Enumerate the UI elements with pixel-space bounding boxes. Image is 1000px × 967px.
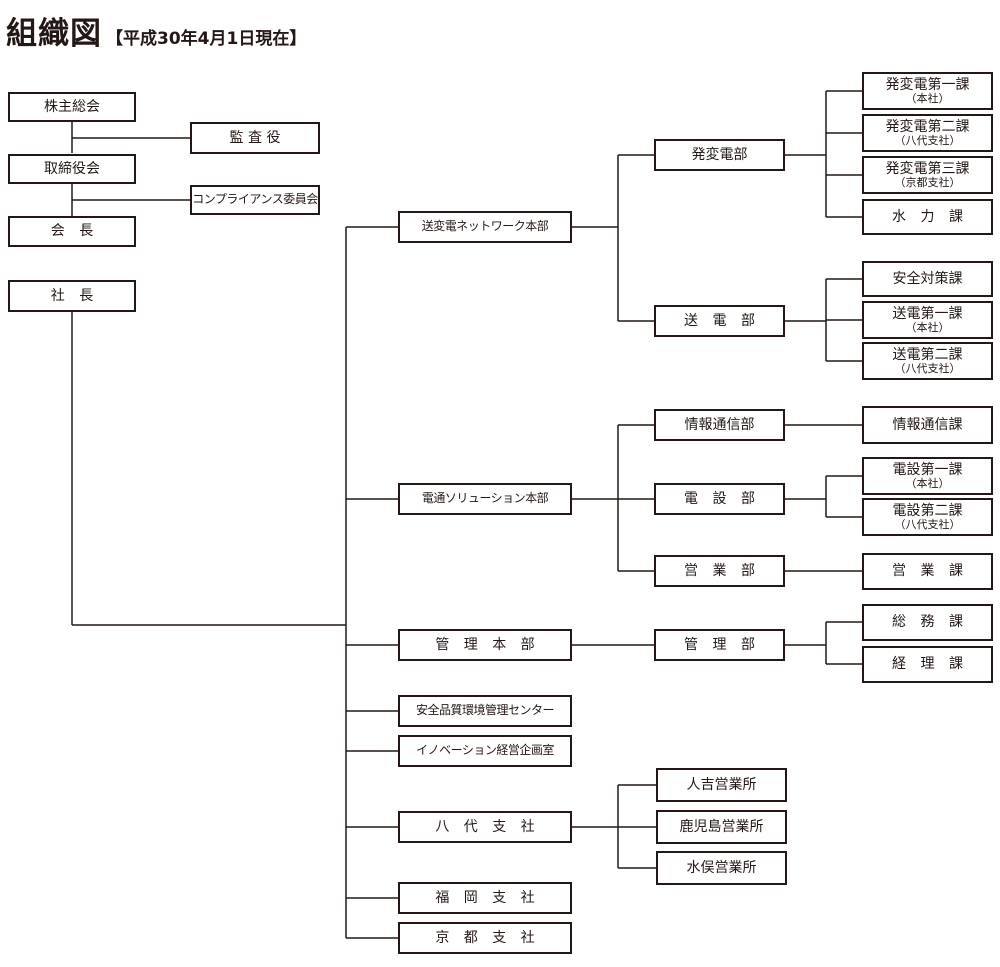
box-label: 発変電第二課 bbox=[885, 118, 970, 135]
box-label: 総 務 課 bbox=[892, 614, 968, 631]
box-label: 電設第二課 bbox=[892, 502, 963, 519]
box-soden-1ka: 送電第一課 （本社） bbox=[862, 301, 993, 339]
box-compliance-iinkai: コンプライアンス委員会 bbox=[190, 185, 320, 215]
box-label: 安全対策課 bbox=[892, 270, 963, 287]
box-eigyo-ka: 営 業 課 bbox=[862, 553, 993, 590]
box-label: 監 査 役 bbox=[229, 129, 281, 146]
box-soden-2ka: 送電第二課 （八代支社） bbox=[862, 342, 993, 380]
box-label: 送電第二課 bbox=[892, 346, 963, 363]
box-note: （本社） bbox=[905, 91, 950, 105]
box-label: 管 理 本 部 bbox=[435, 636, 540, 653]
box-densetsu-bu: 電 設 部 bbox=[654, 483, 785, 515]
box-label: 水俣営業所 bbox=[686, 859, 757, 876]
box-label: 送電第一課 bbox=[892, 305, 963, 322]
box-dentsu-solution-honbu: 電通ソリューション本部 bbox=[398, 483, 572, 515]
page-title-main: 組織図 bbox=[6, 16, 102, 52]
box-somu-ka: 総 務 課 bbox=[862, 604, 993, 641]
box-note: （八代支社） bbox=[894, 361, 961, 375]
box-densetsu-2ka: 電設第二課 （八代支社） bbox=[862, 498, 993, 536]
box-eigyo-bu: 営 業 部 bbox=[654, 555, 785, 587]
box-hatsuhenden-3ka: 発変電第三課 （京都支社） bbox=[862, 156, 993, 194]
box-label: イノベーション経営企画室 bbox=[416, 743, 554, 758]
box-label: 取締役会 bbox=[44, 160, 100, 177]
box-kabunushi-sokai: 株主総会 bbox=[8, 92, 136, 122]
box-label: 営 業 課 bbox=[892, 563, 968, 580]
box-label: 経 理 課 bbox=[892, 656, 968, 673]
box-label: コンプライアンス委員会 bbox=[192, 192, 318, 207]
box-kaicho: 会 長 bbox=[8, 216, 136, 247]
page-title: 組織図【平成30年4月1日現在】 bbox=[6, 8, 306, 53]
box-note: （京都支社） bbox=[894, 175, 961, 189]
box-label: 管 理 部 bbox=[684, 636, 760, 653]
box-note: （本社） bbox=[905, 320, 950, 334]
box-label: 福 岡 支 社 bbox=[435, 889, 540, 906]
box-suiryoku-ka: 水 力 課 bbox=[862, 199, 993, 235]
box-hatsuhenden-2ka: 発変電第二課 （八代支社） bbox=[862, 114, 993, 152]
box-kagoshima-eigyosho: 鹿児島営業所 bbox=[656, 810, 787, 844]
box-note: （本社） bbox=[905, 476, 950, 490]
box-hatsuhenden-bu: 発変電部 bbox=[654, 139, 785, 171]
box-innovation-shitsu: イノベーション経営企画室 bbox=[398, 735, 572, 767]
box-anzen-taisaku-ka: 安全対策課 bbox=[862, 261, 993, 297]
box-kanri-bu: 管 理 部 bbox=[654, 629, 785, 661]
box-hitoyoshi-eigyosho: 人吉営業所 bbox=[656, 768, 787, 802]
box-kanri-honbu: 管 理 本 部 bbox=[398, 629, 572, 661]
page-title-date: 【平成30年4月1日現在】 bbox=[106, 29, 307, 49]
box-label: 八 代 支 社 bbox=[435, 818, 540, 835]
box-label: 情報通信課 bbox=[892, 416, 963, 433]
box-label: 電通ソリューション本部 bbox=[421, 491, 549, 506]
box-note: （八代支社） bbox=[894, 517, 961, 531]
box-label: 水 力 課 bbox=[892, 208, 968, 225]
box-soden-bu: 送 電 部 bbox=[654, 305, 785, 337]
box-kyoto-shisha: 京 都 支 社 bbox=[398, 922, 572, 954]
box-yatsushiro-shisha: 八 代 支 社 bbox=[398, 811, 572, 843]
box-label: 安全品質環境管理センター bbox=[415, 703, 555, 718]
box-hatsuhenden-1ka: 発変電第一課 （本社） bbox=[862, 72, 993, 110]
box-label: 京 都 支 社 bbox=[435, 929, 540, 946]
box-shacho: 社 長 bbox=[8, 280, 136, 312]
box-label: 電 設 部 bbox=[684, 490, 760, 507]
box-label: 営 業 部 bbox=[684, 562, 760, 579]
box-joho-tsushin-bu: 情報通信部 bbox=[654, 409, 785, 441]
box-label: 人吉営業所 bbox=[686, 776, 757, 793]
box-note: （八代支社） bbox=[894, 133, 961, 147]
box-label: 社 長 bbox=[50, 287, 99, 304]
box-joho-tsushin-ka: 情報通信課 bbox=[862, 406, 993, 444]
box-fukuoka-shisha: 福 岡 支 社 bbox=[398, 882, 572, 914]
box-label: 鹿児島営業所 bbox=[679, 818, 764, 835]
box-label: 情報通信部 bbox=[684, 416, 755, 433]
box-label: 送 電 部 bbox=[684, 312, 760, 329]
box-label: 発変電部 bbox=[691, 146, 748, 163]
box-label: 株主総会 bbox=[44, 98, 100, 115]
box-kansayaku: 監 査 役 bbox=[190, 122, 320, 154]
box-keiri-ka: 経 理 課 bbox=[862, 646, 993, 683]
box-label: 電設第一課 bbox=[892, 461, 963, 478]
box-torishimariyakukai: 取締役会 bbox=[8, 154, 136, 184]
box-soden-network-honbu: 送変電ネットワーク本部 bbox=[398, 211, 572, 243]
box-anzen-center: 安全品質環境管理センター bbox=[398, 695, 572, 727]
box-label: 発変電第一課 bbox=[885, 76, 970, 93]
box-label: 送変電ネットワーク本部 bbox=[421, 219, 549, 234]
connector-line-group bbox=[71, 90, 862, 939]
box-minamata-eigyosho: 水俣営業所 bbox=[656, 851, 787, 885]
box-label: 会 長 bbox=[50, 223, 99, 240]
box-label: 発変電第三課 bbox=[885, 160, 970, 177]
box-densetsu-1ka: 電設第一課 （本社） bbox=[862, 457, 993, 495]
